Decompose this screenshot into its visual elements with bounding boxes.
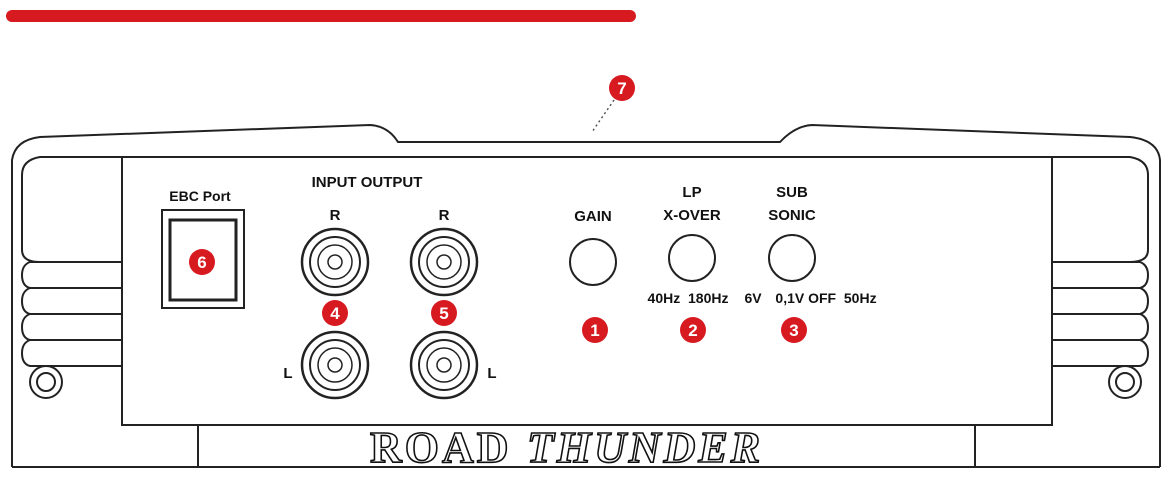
output-right-label: R bbox=[439, 207, 450, 224]
lp-xover-label-line1: LP bbox=[682, 184, 701, 201]
svg-text:2: 2 bbox=[688, 321, 697, 340]
marker-5: 5 bbox=[431, 300, 457, 326]
svg-text:6: 6 bbox=[197, 253, 206, 272]
marker-1: 1 bbox=[582, 317, 608, 343]
svg-text:7: 7 bbox=[617, 79, 626, 98]
callout-7-leader bbox=[591, 99, 615, 133]
svg-text:THUNDER: THUNDER bbox=[527, 423, 763, 472]
rca-jack-output-left bbox=[409, 330, 479, 400]
ebc-port-connector bbox=[161, 209, 245, 309]
right-cooling-fins bbox=[1052, 156, 1150, 367]
left-cooling-fins bbox=[20, 156, 122, 367]
svg-text:ROAD: ROAD bbox=[370, 423, 512, 472]
rca-jack-output-right bbox=[409, 227, 479, 297]
svg-text:4: 4 bbox=[330, 304, 340, 323]
subsonic-knob bbox=[768, 234, 816, 282]
ebc-port-label: EBC Port bbox=[169, 188, 231, 204]
svg-text:3: 3 bbox=[789, 321, 798, 340]
left-mounting-screw-icon bbox=[29, 365, 63, 399]
rca-jack-input-right bbox=[300, 227, 370, 297]
output-left-label: L bbox=[487, 365, 496, 382]
subsonic-label-line1: SUB bbox=[776, 184, 808, 201]
rca-jack-input-left bbox=[300, 330, 370, 400]
svg-text:1: 1 bbox=[590, 321, 599, 340]
gain-label: GAIN bbox=[574, 208, 612, 225]
volt-6v-label: 6V bbox=[744, 290, 762, 306]
input-right-label: R bbox=[330, 207, 341, 224]
roadthunder-logo: ROAD THUNDER bbox=[369, 422, 763, 473]
lp-xover-knob bbox=[668, 234, 716, 282]
input-left-label: L bbox=[283, 365, 292, 382]
right-mounting-screw-icon bbox=[1108, 365, 1142, 399]
marker-6: 6 bbox=[189, 249, 215, 275]
marker-2: 2 bbox=[680, 317, 706, 343]
subsonic-label-line2: SONIC bbox=[768, 207, 816, 224]
lp-xover-label-line2: X-OVER bbox=[663, 207, 721, 224]
svg-text:5: 5 bbox=[439, 304, 448, 323]
input-output-heading: INPUT OUTPUT bbox=[312, 174, 423, 191]
marker-4: 4 bbox=[322, 300, 348, 326]
gain-knob bbox=[569, 238, 617, 286]
marker-7: 7 bbox=[609, 75, 635, 101]
amplifier-housing bbox=[11, 123, 1161, 468]
subsonic-range-label: 0,1V OFF 50Hz bbox=[775, 290, 876, 306]
header-accent-bar bbox=[6, 10, 636, 22]
lp-xover-range-label: 40Hz 180Hz bbox=[648, 290, 729, 306]
marker-3: 3 bbox=[781, 317, 807, 343]
